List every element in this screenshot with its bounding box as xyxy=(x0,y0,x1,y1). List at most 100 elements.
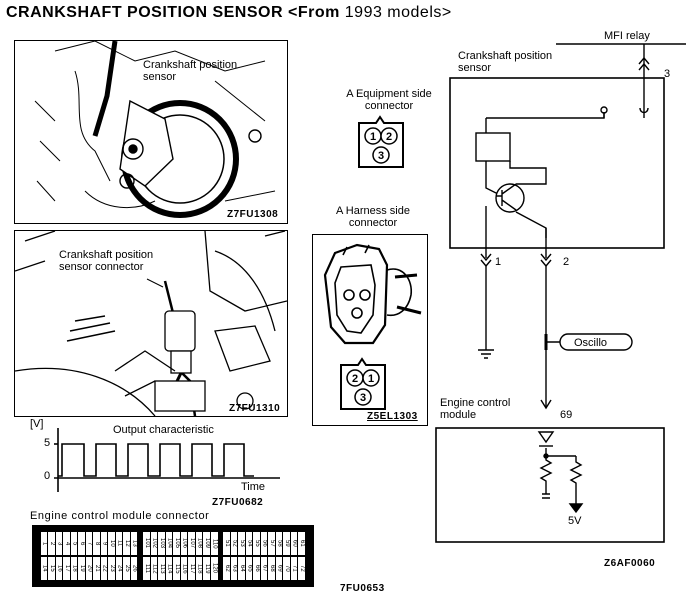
equipment-connector-label: A Equipment side connector xyxy=(334,88,444,112)
harness-connector-label-line1: A Harness side xyxy=(336,205,410,217)
ecm-pin: 8 xyxy=(93,532,100,555)
ecm-pin: 17 xyxy=(63,557,70,580)
chart-code: Z7FU0682 xyxy=(212,497,264,508)
output-waveform xyxy=(54,428,280,492)
ecm-pin: 70 xyxy=(283,557,290,580)
photo2-label-line2: sensor connector xyxy=(59,261,144,273)
ecm-pin: 71 xyxy=(290,557,298,580)
oscillo-tag xyxy=(559,333,633,351)
ecm-pin: 13 xyxy=(130,532,138,555)
sensor-illustration xyxy=(34,41,276,218)
ecm-pin: 59 xyxy=(283,532,290,555)
chart-y-tick-5: 5 xyxy=(44,437,51,449)
ecm-pin: 4 xyxy=(63,532,70,555)
waveform-trace xyxy=(58,443,254,477)
ecm-pin: 26 xyxy=(130,557,138,580)
sensor-label-line1: Crankshaft position xyxy=(458,50,553,62)
ecm-pin: 2 xyxy=(48,532,55,555)
sensor-box xyxy=(449,77,665,249)
photo-sensor-connector: Crankshaft position sensor connector Z7F… xyxy=(14,230,288,417)
title-from: <From xyxy=(287,4,340,21)
ecm-pin: 25 xyxy=(123,557,130,580)
ecm-pin: 51 xyxy=(223,532,230,555)
photo2-code: Z7FU1310 xyxy=(229,403,281,414)
ecm-pin: 61 xyxy=(298,532,305,555)
ecm-pin: 54 xyxy=(245,532,253,555)
ecm-connector-title: Engine control module connector xyxy=(30,510,210,522)
ecm-pin: 3 xyxy=(55,532,63,555)
ecm-pin: 68 xyxy=(268,557,275,580)
harness-connector-photo xyxy=(323,243,422,345)
harness-connector-panel: 2 1 3 Z5EL1303 xyxy=(312,234,428,426)
ground-symbol xyxy=(478,349,494,359)
supply-label: 5V xyxy=(568,515,582,527)
ecm-pin: 53 xyxy=(238,532,245,555)
ecm-pin: 106 xyxy=(180,532,188,555)
ecm-pin: 22 xyxy=(100,557,108,580)
ecm-pin: 120 xyxy=(211,557,218,580)
ecm-pin: 67 xyxy=(260,557,268,580)
ecm-pin: 62 xyxy=(223,557,230,580)
title-main: CRANKSHAFT POSITION SENSOR xyxy=(6,4,284,21)
mfi-relay-label: MFI relay xyxy=(604,30,650,42)
harness-pin-3: 3 xyxy=(360,392,366,404)
ecm-pin: 16 xyxy=(55,557,63,580)
photo2-label: Crankshaft position sensor connector xyxy=(59,249,153,273)
chart-x-label: Time xyxy=(241,481,266,493)
ecm-pin: 118 xyxy=(195,557,203,580)
ecm-pin: 112 xyxy=(150,557,158,580)
pin-relay: 3 xyxy=(664,68,671,80)
page-title: CRANKSHAFT POSITION SENSOR <From 1993 mo… xyxy=(6,4,452,22)
ecm-pin: 64 xyxy=(238,557,245,580)
ecm-pin: 69 xyxy=(275,557,283,580)
equipment-connector-diagram: 1 2 3 xyxy=(358,115,404,168)
ecm-box xyxy=(435,427,665,543)
ecm-pin: 23 xyxy=(108,557,115,580)
photo-crankshaft-sensor: Crankshaft position sensor Z7FU1308 xyxy=(14,40,288,224)
ecm-pin: 21 xyxy=(93,557,100,580)
ecm-pin: 14 xyxy=(41,557,48,580)
ecm-pin: 108 xyxy=(195,532,203,555)
ecm-pin: 56 xyxy=(260,532,268,555)
title-year: 1993 models> xyxy=(344,4,452,21)
ecm-pin: 114 xyxy=(165,557,173,580)
wiring-schematic xyxy=(435,43,686,543)
photo1-label: Crankshaft position sensor xyxy=(143,59,237,83)
photo1-code: Z7FU1308 xyxy=(227,209,279,220)
harness-pin-1: 1 xyxy=(368,373,374,385)
oscillo-label: Oscillo xyxy=(574,337,608,349)
sensor-label: Crankshaft position sensor xyxy=(458,50,552,74)
ecm-pin: 109 xyxy=(203,532,210,555)
equipment-pin-1: 1 xyxy=(370,131,376,143)
ecm-pin: 107 xyxy=(188,532,195,555)
ecm-pin: 6 xyxy=(78,532,85,555)
photo2-label-line1: Crankshaft position xyxy=(59,249,154,261)
ecm-pin: 117 xyxy=(188,557,195,580)
ecm-pin: 115 xyxy=(173,557,180,580)
ecm-pin: 9 xyxy=(100,532,108,555)
harness-connector-code: Z5EL1303 xyxy=(367,411,418,422)
chart-title: Output characteristic xyxy=(113,424,214,436)
ecm-label-line1: Engine control xyxy=(440,397,511,409)
equipment-pin-2: 2 xyxy=(386,131,392,143)
sensor-transistor xyxy=(495,183,525,213)
pin-left: 1 xyxy=(495,256,502,268)
relay-connector-mark xyxy=(638,56,650,71)
sensor-coil xyxy=(475,132,511,162)
ecm-connector-code: 7FU0653 xyxy=(340,583,385,594)
ecm-pin: 110 xyxy=(211,532,218,555)
ecm-pin: 1 xyxy=(41,532,48,555)
pin-ecm: 69 xyxy=(560,409,573,421)
ecm-pin: 101 xyxy=(143,532,150,555)
ecm-pin: 5 xyxy=(70,532,78,555)
ecm-pin: 55 xyxy=(253,532,260,555)
